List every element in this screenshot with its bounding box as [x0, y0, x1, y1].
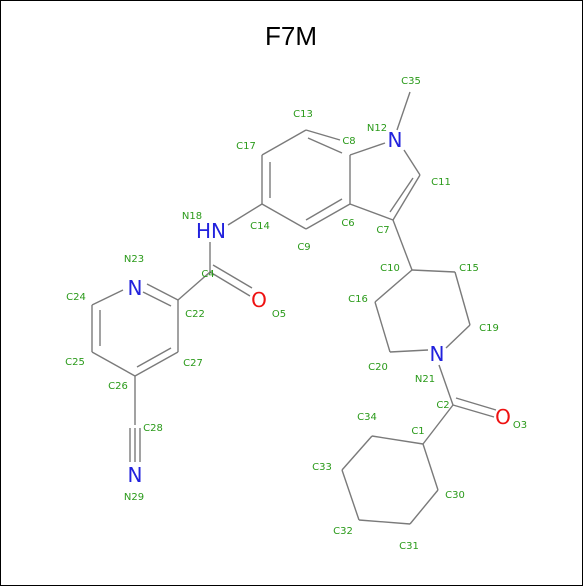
bond-c2-o3-double — [455, 397, 497, 411]
bond-c14-n18 — [227, 203, 263, 226]
bond-c8-c13-inner — [307, 137, 343, 154]
atom-label-c33: C33 — [312, 462, 332, 473]
bond-c4-o5-double — [212, 264, 253, 289]
atom-label-c7: C7 — [376, 225, 389, 236]
heteroatom-symbols: N HN N N N O O — [128, 128, 511, 487]
atom-label-c22: C22 — [185, 309, 205, 320]
bond-n12-c35 — [396, 91, 411, 131]
bond-c26-c27 — [134, 351, 179, 377]
atom-label-c6: C6 — [341, 218, 354, 229]
bond-c16-c10 — [374, 269, 413, 303]
atom-label-c11: C11 — [431, 177, 451, 188]
atom-label-c13: C13 — [293, 109, 313, 120]
atom-label-c30: C30 — [445, 490, 465, 501]
atom-label-c20: C20 — [368, 362, 388, 373]
atom-label-c35: C35 — [401, 76, 421, 87]
atom-n23-symbol: N — [128, 276, 143, 300]
bond-c7-c10 — [392, 219, 413, 271]
bond-c4-o5 — [209, 271, 251, 297]
atom-n29-symbol: N — [128, 463, 143, 487]
atom-label-n21: N21 — [415, 374, 435, 385]
bond-c20-c16 — [374, 301, 391, 353]
atom-label-n29: N29 — [124, 492, 144, 503]
bond-c15-c19 — [454, 271, 471, 326]
atom-id-labels: C35 C13 N12 C8 C17 C11 N18 C14 C6 C7 C9 … — [65, 76, 527, 552]
bond-c22-n23 — [146, 283, 179, 301]
bond-c14-c9 — [261, 203, 307, 230]
atom-label-c14: C14 — [250, 221, 270, 232]
bond-c8-n12 — [349, 142, 386, 156]
bond-c19-n21 — [445, 324, 471, 349]
bonds — [91, 91, 497, 525]
atom-label-c4: C4 — [201, 269, 214, 280]
molecule-title: F7M — [265, 21, 317, 51]
bond-c33-c32 — [341, 469, 360, 521]
atom-label-c17: C17 — [236, 141, 256, 152]
atom-label-n18: N18 — [182, 211, 202, 222]
bond-c31-c30 — [409, 489, 439, 525]
bond-c26-c27-inner — [136, 347, 172, 368]
atom-o5-symbol: O — [251, 288, 267, 312]
atom-label-n12: N12 — [367, 123, 387, 134]
atom-label-c24: C24 — [66, 292, 86, 303]
atom-n21-symbol: N — [430, 342, 445, 366]
bond-c22-n23-inner — [142, 291, 172, 307]
bond-n23-c24 — [91, 289, 124, 306]
atom-label-c8: C8 — [342, 136, 355, 147]
atom-label-c19: C19 — [479, 323, 499, 334]
bond-c9-c6-inner — [305, 198, 343, 221]
bond-c7-c6 — [349, 203, 394, 221]
atom-label-c1: C1 — [411, 426, 424, 437]
bond-c1-c34 — [371, 435, 424, 445]
atom-label-o3: O3 — [513, 420, 527, 431]
bond-c11-c7-inner — [389, 177, 414, 213]
atom-label-c25: C25 — [65, 357, 85, 368]
bond-n21-c20 — [389, 349, 429, 353]
bond-c2-c1 — [422, 404, 454, 445]
bond-c30-c1 — [422, 443, 439, 491]
atom-label-c27: C27 — [183, 358, 203, 369]
atom-n12-symbol: N — [388, 128, 403, 152]
bond-c9-c6 — [305, 203, 351, 230]
atom-o3-symbol: O — [495, 405, 511, 429]
atom-label-c16: C16 — [348, 294, 368, 305]
atom-label-c10: C10 — [380, 263, 400, 274]
bond-c32-c31 — [358, 519, 411, 525]
atom-label-c15: C15 — [459, 263, 479, 274]
atom-label-c31: C31 — [399, 541, 419, 552]
atom-label-c32: C32 — [333, 526, 353, 537]
bond-c13-c17 — [261, 129, 307, 156]
bond-c2-o3 — [452, 404, 495, 418]
atom-label-c26: C26 — [108, 381, 128, 392]
bond-n12-c11 — [403, 149, 421, 176]
atom-label-n23: N23 — [124, 254, 144, 265]
atom-label-c34: C34 — [357, 412, 377, 423]
atom-n18-symbol: HN — [196, 219, 226, 243]
bond-c11-c7 — [392, 174, 421, 221]
atom-label-c2: C2 — [436, 400, 449, 411]
atom-label-c9: C9 — [297, 242, 310, 253]
bond-c10-c15 — [411, 269, 456, 273]
bond-c34-c33 — [341, 435, 373, 471]
bond-c25-c26 — [91, 351, 136, 377]
atom-label-o5: O5 — [272, 309, 286, 320]
bond-c4-c22 — [177, 271, 211, 301]
bond-c8-c13 — [305, 129, 341, 141]
bond-n21-c2 — [438, 364, 454, 406]
atom-label-c28: C28 — [143, 423, 163, 434]
